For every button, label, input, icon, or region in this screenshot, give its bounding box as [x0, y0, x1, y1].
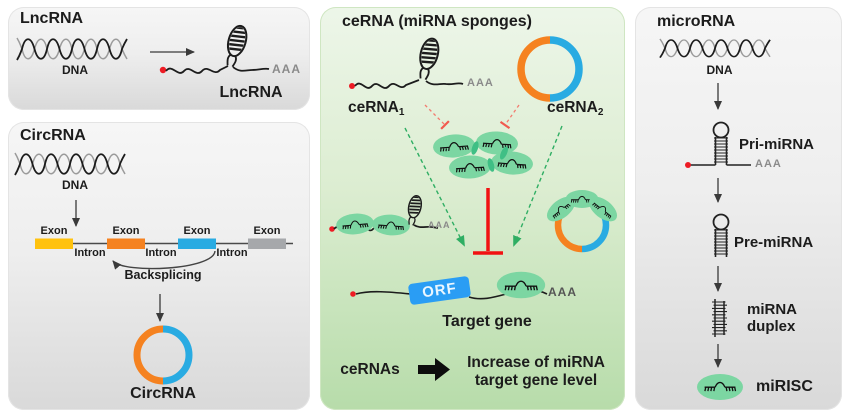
- oval-overlap: [487, 158, 495, 172]
- intron-label-1: Intron: [74, 247, 106, 259]
- mirna-bound-oval-icon: [497, 272, 545, 298]
- dna-label: DNA: [706, 63, 733, 77]
- circrna-diagram: [14, 152, 293, 385]
- mirisc-label: miRISC: [756, 378, 813, 395]
- intron-label-2: Intron: [145, 247, 177, 259]
- exon-box-2: [107, 238, 145, 249]
- poly-a-tail-label: AAA: [467, 77, 494, 89]
- dna-label: DNA: [62, 63, 88, 77]
- cerna2-label-sub: 2: [597, 107, 604, 118]
- hairpin-loop-icon: [221, 24, 250, 69]
- circrna-product-label: CircRNA: [130, 385, 196, 402]
- exon-box-4: [248, 238, 286, 249]
- five-prime-cap-dot-icon: [350, 291, 356, 297]
- cerna1-squiggle: [354, 79, 464, 89]
- poly-a-tail-label: AAA: [272, 62, 301, 76]
- five-prime-cap-dot-icon: [349, 83, 355, 89]
- cerna1-label-sub: 1: [398, 107, 405, 118]
- duplex-line1: miRNA: [747, 301, 798, 318]
- panel-circrna: CircRNA DNA Exon Exon Exon Exon Intron I…: [8, 122, 310, 410]
- microrna-diagram: [659, 38, 771, 400]
- stem-loop-icon: [712, 213, 730, 258]
- exon-label-3: Exon: [183, 225, 211, 237]
- black-bold-arrow-icon: [418, 358, 450, 381]
- lncrna-product-label: LncRNA: [219, 84, 283, 101]
- panel-title-circrna: CircRNA: [20, 127, 86, 144]
- pri-mirna-label: Pri-miRNA: [739, 136, 815, 153]
- mirisc-oval: [697, 374, 743, 400]
- dna-helix-icon: [14, 152, 126, 176]
- five-prime-cap-dot-icon: [685, 162, 691, 168]
- dna-helix-icon: [659, 38, 771, 59]
- mirna-bound-oval-icon: [448, 154, 491, 179]
- cerna2-label-base: ceRNA: [547, 99, 598, 116]
- mirna-duplex-label: miRNA duplex: [747, 301, 797, 336]
- sponge-arrow-right: [513, 125, 563, 247]
- sponge-arrow-left: [404, 127, 465, 247]
- conclusion-line2: target gene level: [474, 371, 598, 389]
- cerna1-label-base: ceRNA: [348, 99, 399, 116]
- conclusion-text: Increase of miRNA target gene level: [458, 354, 614, 390]
- cerna-diagram: [329, 7, 625, 381]
- cerna2-ring-right: [549, 36, 583, 102]
- mirna-bound-oval-icon: [335, 212, 374, 236]
- exon-box-1: [35, 238, 73, 249]
- oval-overlap: [471, 141, 479, 155]
- exon-label-2: Exon: [112, 225, 140, 237]
- poly-a-tail-label: AAA: [755, 158, 782, 170]
- five-prime-cap-dot-icon: [329, 226, 335, 232]
- panel-lncrna: LncRNA DNA AAA LncRNA: [8, 7, 310, 110]
- target-gene-label: Target gene: [442, 313, 532, 330]
- panel-title-cerna: ceRNA (miRNA sponges): [342, 13, 532, 30]
- mirna-bound-oval-icon: [432, 133, 476, 159]
- cerna2-label: ceRNA2: [547, 99, 603, 119]
- circrna-ring-right: [162, 325, 193, 385]
- poly-a-tail-label: AAA: [428, 220, 451, 230]
- intron-label-3: Intron: [216, 247, 248, 259]
- cerna1-label: ceRNA1: [348, 99, 404, 119]
- panel-cerna: ceRNA (miRNA sponges) ceRNA1 AAA ceRNA2 …: [320, 7, 625, 410]
- inhibition-dashed-right: [499, 104, 520, 130]
- mirna-bound-oval-icon: [371, 213, 410, 236]
- dna-label: DNA: [62, 178, 88, 192]
- conclusion-line1: Increase of miRNA: [467, 354, 605, 371]
- exon-label-1: Exon: [40, 225, 68, 237]
- panel-microrna: microRNA DNA Pri-miRNA AAA Pre-miRNA miR…: [635, 7, 842, 410]
- cernas-label: ceRNAs: [340, 361, 400, 378]
- backsplicing-arc-arrow: [112, 250, 216, 270]
- hairpin-loop-icon: [414, 37, 442, 82]
- pre-mirna-label: Pre-miRNA: [734, 234, 814, 251]
- lncrna-diagram: [16, 7, 270, 74]
- oval-overlap: [499, 146, 509, 160]
- exon-box-3: [178, 238, 216, 249]
- rna-squiggle: [165, 65, 270, 74]
- target-5utr-line: [355, 290, 412, 295]
- panel-title-microrna: microRNA: [657, 13, 736, 30]
- stem-loop-icon: [712, 121, 730, 166]
- backsplicing-label: Backsplicing: [124, 268, 202, 282]
- five-prime-cap-dot-icon: [159, 66, 167, 74]
- panel-title-lncrna: LncRNA: [20, 10, 84, 27]
- dna-helix-icon: [16, 37, 128, 61]
- cerna2-ring-left: [517, 36, 551, 102]
- circrna-ring-left: [133, 325, 164, 385]
- inhibition-dashed-left: [424, 104, 450, 130]
- exon-label-4: Exon: [253, 225, 281, 237]
- poly-a-tail-label: AAA: [548, 285, 577, 299]
- mirna-duplex-icon: [711, 298, 728, 338]
- duplex-line2: duplex: [747, 318, 796, 336]
